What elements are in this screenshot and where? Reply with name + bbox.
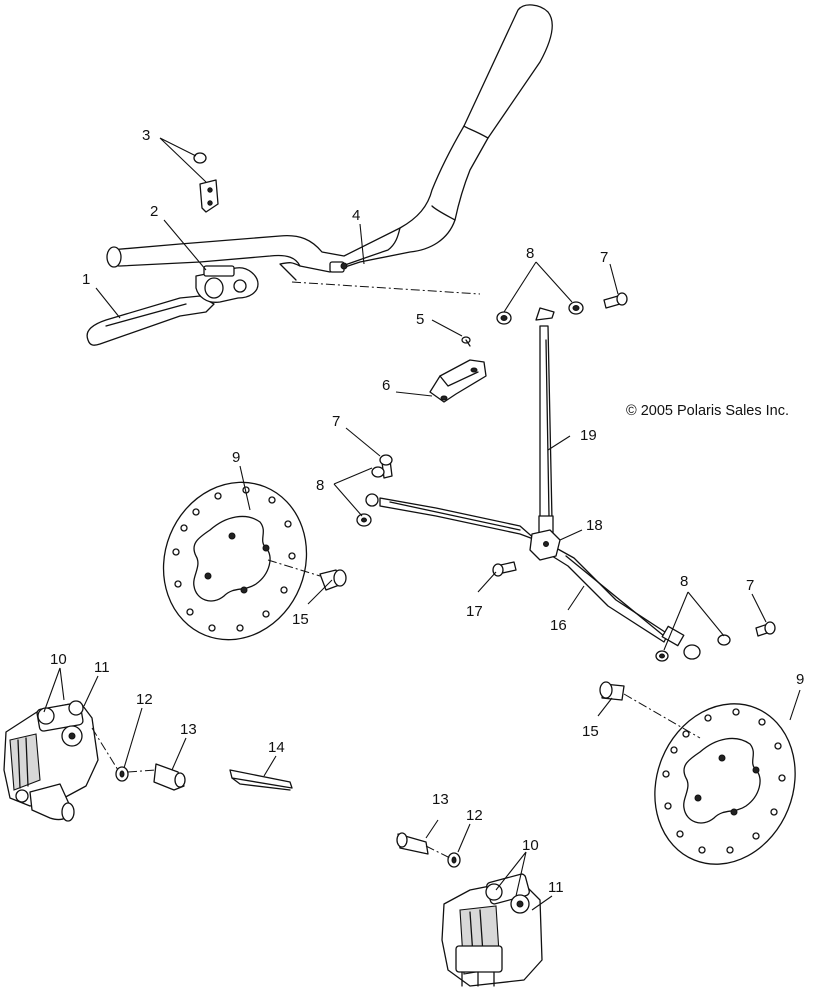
caliper-left <box>3 700 99 822</box>
banjo-bolt-right <box>755 621 776 637</box>
callout-4: 4 <box>352 207 360 224</box>
callout-7: 7 <box>332 413 340 430</box>
copyright-notice: © 2005 Polaris Sales Inc. <box>626 403 789 419</box>
brake-hose-right <box>551 547 685 647</box>
brake-hose-left <box>365 493 537 541</box>
callout-6: 6 <box>382 377 390 394</box>
brake-disc-right <box>654 703 796 865</box>
caliper-left-axis <box>91 727 119 771</box>
master-cylinder <box>195 265 259 303</box>
pad-pin <box>229 769 293 791</box>
assembly-centerline <box>291 281 481 295</box>
callout-13: 13 <box>432 791 449 808</box>
pin-left-axis <box>127 769 157 773</box>
disc-bolt-left <box>319 569 347 591</box>
callout-10: 10 <box>50 651 67 668</box>
callout-7: 7 <box>746 577 754 594</box>
clamp-screw <box>193 152 219 213</box>
callout-8: 8 <box>680 573 688 590</box>
brake-hose-upper <box>535 307 555 535</box>
caliper-pin-right <box>396 832 429 855</box>
disc-bolt-right-axis <box>623 693 701 739</box>
callout-9: 9 <box>232 449 240 466</box>
brake-disc-left <box>162 481 308 641</box>
sealing-washer-right <box>655 634 731 662</box>
callout-19: 19 <box>580 427 597 444</box>
callout-8: 8 <box>526 245 534 262</box>
callout-15: 15 <box>582 723 599 740</box>
caliper-pin-left <box>153 763 186 791</box>
callout-9: 9 <box>796 671 804 688</box>
callout-11: 11 <box>548 879 564 896</box>
callout-labels: 1 2 3 4 5 6 7 7 7 8 8 8 9 9 10 10 11 11 … <box>50 127 804 896</box>
callout-13: 13 <box>180 721 197 738</box>
callout-10: 10 <box>522 837 539 854</box>
banjo-bolt-top <box>603 292 628 309</box>
callout-11: 11 <box>94 659 110 676</box>
sealing-washer-left <box>356 466 385 527</box>
brake-lever <box>86 295 215 346</box>
leader-lines <box>43 137 801 911</box>
callout-2: 2 <box>150 203 158 220</box>
callout-8: 8 <box>316 477 324 494</box>
callout-16: 16 <box>550 617 567 634</box>
callout-3: 3 <box>142 127 150 144</box>
callout-12: 12 <box>466 807 483 824</box>
tee-bolt <box>492 561 517 577</box>
callout-7: 7 <box>600 249 608 266</box>
callout-14: 14 <box>268 739 285 756</box>
washer-left <box>115 766 129 782</box>
callout-5: 5 <box>416 311 424 328</box>
pin-right-axis <box>425 845 451 859</box>
callout-1: 1 <box>82 271 90 288</box>
callout-12: 12 <box>136 691 153 708</box>
callout-18: 18 <box>586 517 603 534</box>
callout-17: 17 <box>466 603 483 620</box>
hose-bracket <box>429 359 487 403</box>
handlebar <box>106 4 553 281</box>
disc-bolt-right <box>599 681 625 701</box>
bracket-screw <box>461 336 471 347</box>
callout-15: 15 <box>292 611 309 628</box>
washer-right <box>447 852 461 868</box>
throttle-cable <box>329 227 401 273</box>
caliper-right <box>441 873 543 987</box>
brake-tee-fitting <box>529 529 561 561</box>
